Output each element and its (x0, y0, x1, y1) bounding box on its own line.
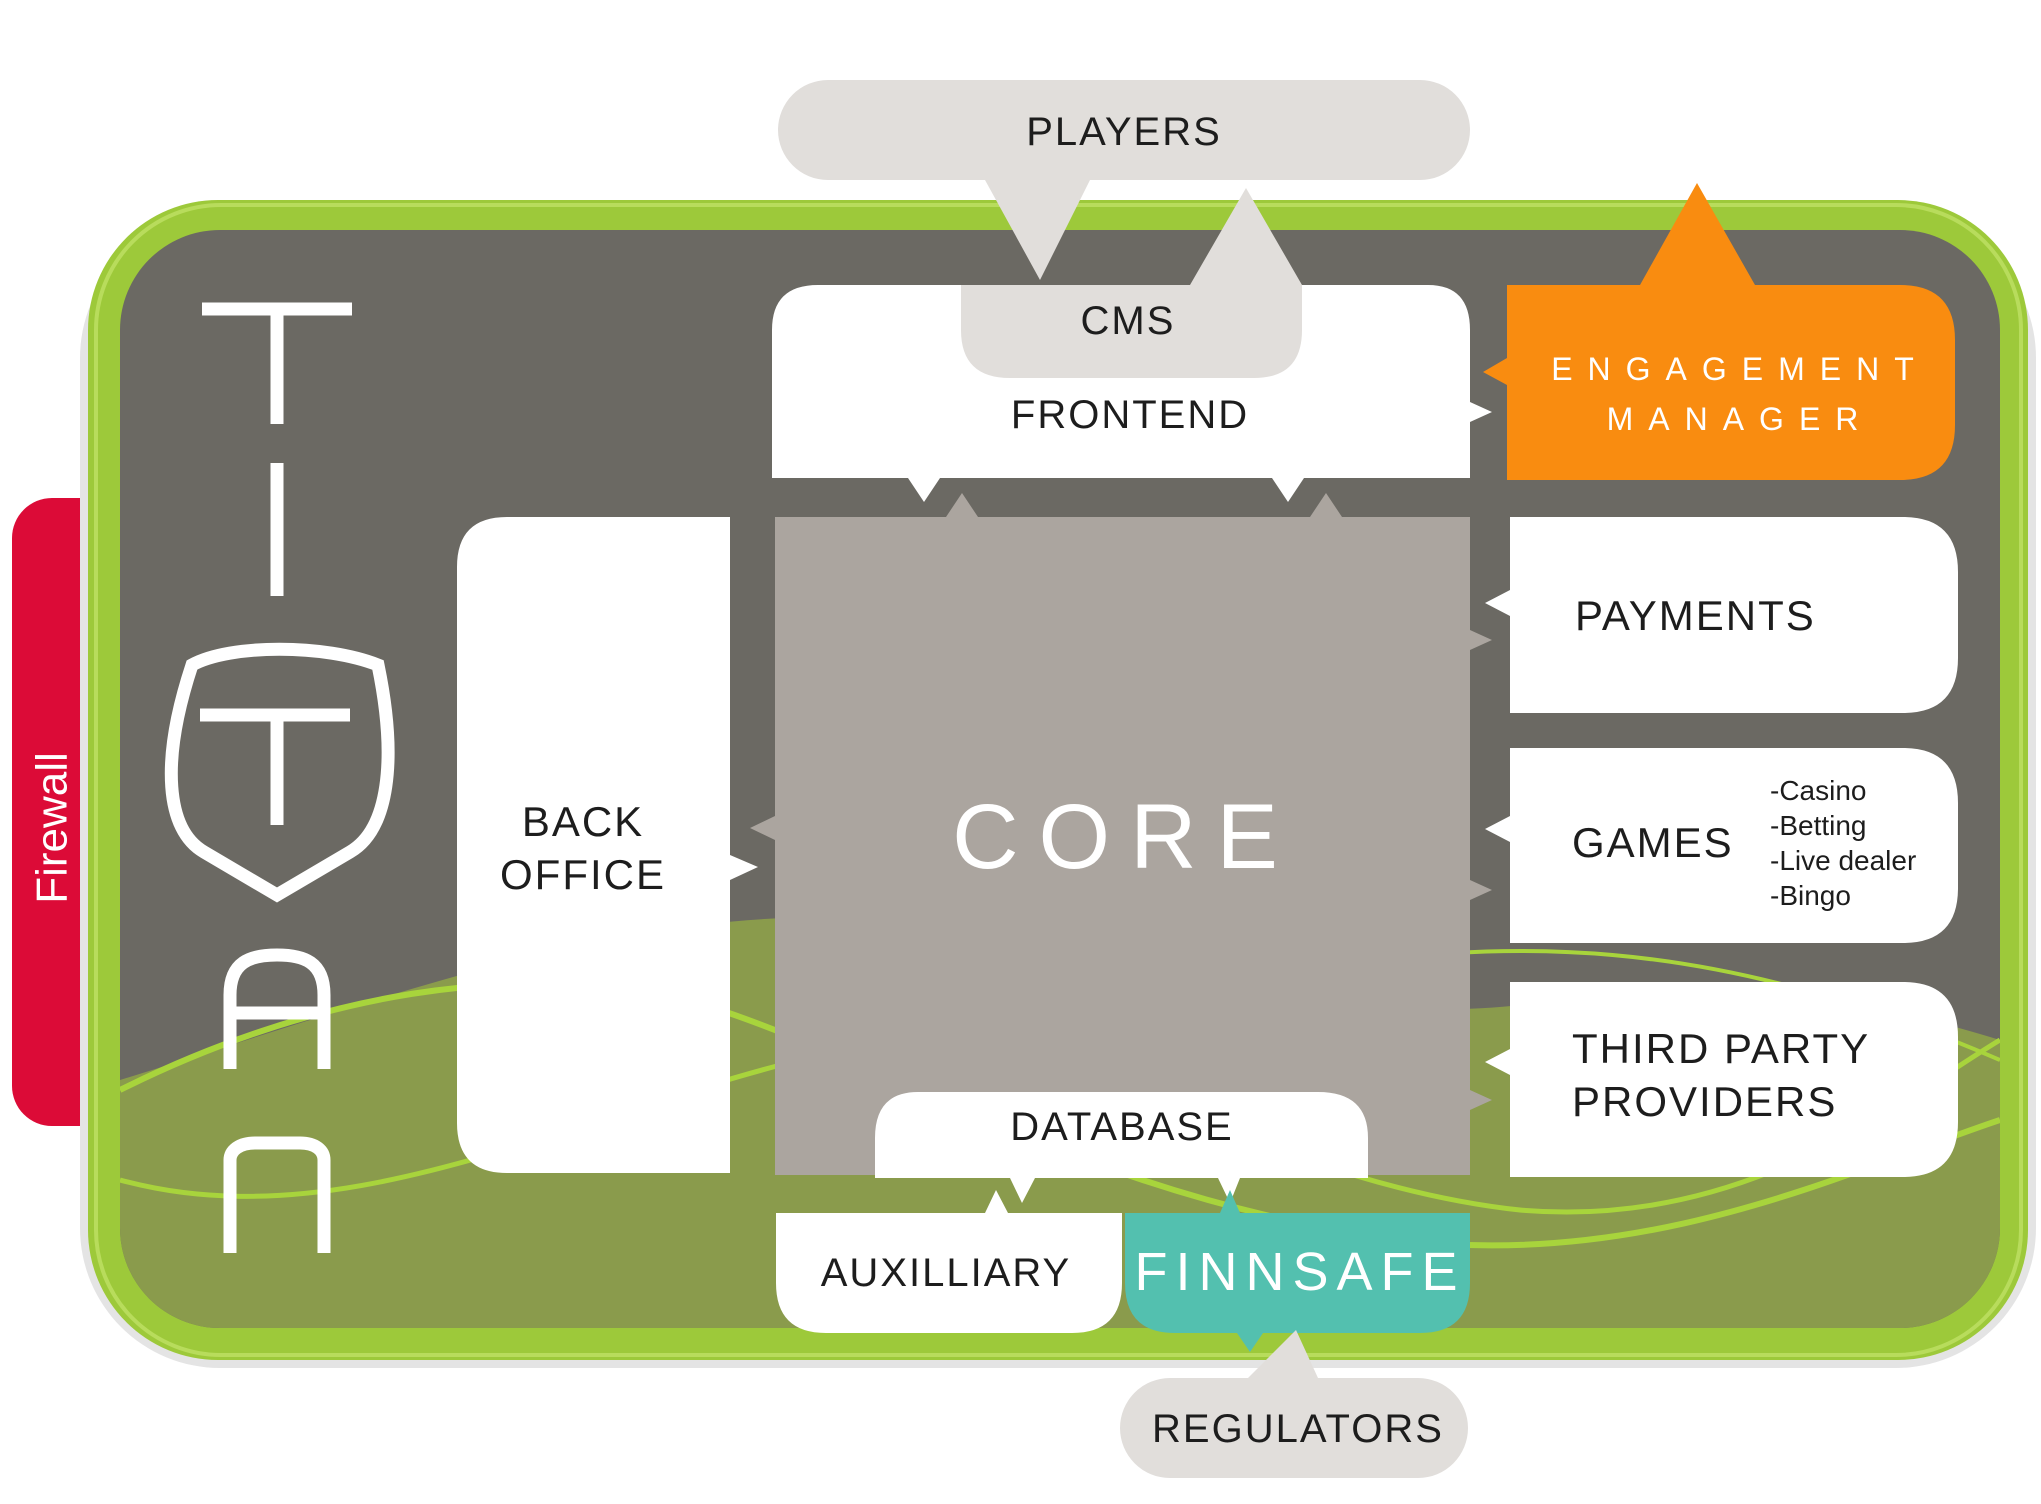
logo-letter-a (223, 948, 331, 1069)
logo-letter-t1 (202, 302, 352, 424)
core-label: CORE (952, 786, 1298, 888)
back-office-label-line2: OFFICE (500, 851, 666, 898)
engagement-label-line2: MANAGER (1607, 401, 1874, 437)
games-item-live-dealer: -Live dealer (1770, 845, 1916, 876)
cms-label: CMS (1081, 299, 1176, 343)
payments-box: PAYMENTS (1485, 517, 1958, 713)
titan-logo (164, 302, 395, 1253)
engagement-manager-box: ENGAGEMENT MANAGER (1483, 183, 1955, 480)
core-block: CORE (750, 493, 1492, 1175)
frontend-label: FRONTEND (1011, 393, 1249, 437)
auxilliary-label: AUXILLIARY (821, 1251, 1072, 1295)
logo-letter-n (223, 1136, 331, 1253)
players-bubble: PLAYERS (778, 80, 1470, 280)
games-item-betting: -Betting (1770, 810, 1867, 841)
database-box: DATABASE (875, 1092, 1368, 1203)
finnsafe-box: FINNSAFE (1125, 1190, 1470, 1352)
firewall-label: Firewall (28, 752, 77, 904)
regulators-label: REGULATORS (1152, 1407, 1444, 1451)
third-party-label-line1: THIRD PARTY (1572, 1025, 1870, 1072)
logo-letter-t2 (200, 708, 350, 825)
players-label: PLAYERS (1026, 110, 1222, 154)
games-item-bingo: -Bingo (1770, 880, 1851, 911)
engagement-label-line1: ENGAGEMENT (1551, 351, 1929, 387)
finnsafe-label: FINNSAFE (1134, 1242, 1465, 1302)
back-office-box: BACK OFFICE (457, 517, 758, 1173)
frontend-box: FRONTEND (772, 285, 1492, 502)
third-party-box: THIRD PARTY PROVIDERS (1485, 982, 1958, 1177)
cms-bubble: CMS (961, 188, 1302, 378)
third-party-label-line2: PROVIDERS (1572, 1078, 1837, 1125)
shield-icon (164, 642, 395, 903)
games-label: GAMES (1572, 819, 1734, 866)
games-box: GAMES -Casino -Betting -Live dealer -Bin… (1485, 748, 1958, 943)
payments-label: PAYMENTS (1575, 592, 1816, 639)
auxilliary-box: AUXILLIARY (776, 1190, 1122, 1333)
back-office-label-line1: BACK (522, 798, 644, 845)
regulators-bubble: REGULATORS (1120, 1330, 1468, 1478)
database-label: DATABASE (1010, 1105, 1233, 1149)
games-item-casino: -Casino (1770, 775, 1866, 806)
